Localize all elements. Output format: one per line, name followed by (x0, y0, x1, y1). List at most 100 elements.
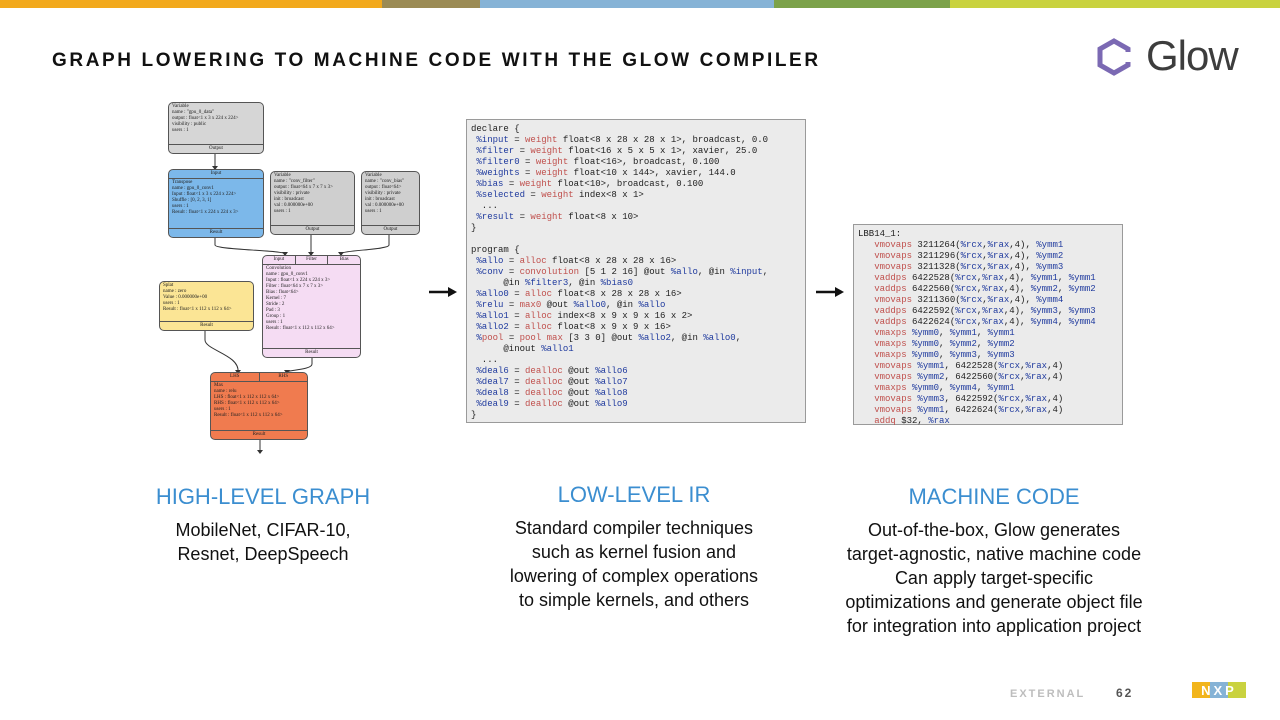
code-line: %bias = weight float<10>, broadcast, 0.1… (476, 179, 704, 189)
code-line: declare { (471, 124, 520, 134)
machine-code-title: MACHINE CODE (908, 484, 1080, 509)
code-line: program { (471, 245, 520, 255)
code-line: vmovaps %ymm3, 6422592(%rcx,%rax,4) (874, 394, 1064, 404)
graph-node-port: LHS (211, 373, 260, 381)
code-line: vmovaps %ymm2, 6422560(%rcx,%rax,4) (874, 372, 1064, 382)
code-line: %filter = weight float<16 x 5 x 5 x 1>, … (476, 146, 758, 156)
code-line: @inout %allo1 (471, 344, 574, 354)
code-line: %input = weight float<8 x 28 x 28 x 1>, … (476, 135, 769, 145)
code-line (471, 234, 801, 245)
description-line: MobileNet, CIFAR-10, (175, 520, 351, 540)
high-level-graph-title: HIGH-LEVEL GRAPH (155, 484, 371, 509)
code-line: vaddps 6422528(%rcx,%rax,4), %ymm1, %ymm… (874, 273, 1096, 283)
graph-node-port: Result (263, 348, 360, 357)
description-line: Out-of-the-box, Glow generates (867, 520, 1121, 540)
code-line: %deal9 = dealloc @out %allo9 (476, 399, 628, 409)
description-line: such as kernel fusion and (531, 542, 737, 562)
graph-node-port: Output (169, 144, 263, 153)
right-arrow-icon (429, 287, 457, 297)
code-line: vmovaps 3211296(%rcx,%rax,4), %ymm2 (874, 251, 1064, 261)
low-level-ir-description: Standard compiler techniques such as ker… (484, 516, 784, 612)
graph-node-splat: Splat name : zero Value : 0.000000e+00 u… (159, 281, 254, 331)
top-bar-seg-2 (382, 0, 480, 8)
graph-node-save-variable: Variable name : "gpu_0_data" output : fl… (168, 102, 264, 154)
top-bar-seg-5 (950, 0, 1280, 8)
code-line: %conv = convolution [5 1 2 16] @out %all… (476, 267, 769, 277)
graph-node-text: Transpose name : gpu_0_conv1 Input : flo… (172, 180, 239, 215)
code-line: } (471, 410, 477, 420)
graph-node-text: Convolution name : gpu_0_conv1 Input : f… (266, 266, 335, 331)
code-line: %deal8 = dealloc @out %allo8 (476, 388, 628, 398)
svg-text:NXP: NXP (1201, 683, 1237, 698)
code-line: vaddps 6422560(%rcx,%rax,4), %ymm2, %ymm… (874, 284, 1096, 294)
high-level-graph-description: MobileNet, CIFAR-10, Resnet, DeepSpeech (133, 518, 393, 566)
code-line: %allo1 = alloc index<8 x 9 x 9 x 16 x 2> (476, 311, 693, 321)
graph-node-port: Result (211, 430, 307, 439)
code-line: vmaxps %ymm0, %ymm4, %ymm1 (874, 383, 1015, 393)
graph-node-port: Filter (296, 256, 329, 264)
graph-node-filter-variable: Variable name : "conv_filter" output : f… (270, 171, 355, 235)
code-line: vmovaps %ymm1, 6422528(%rcx,%rax,4) (874, 361, 1064, 371)
description-line: target-agnostic, native machine code (846, 544, 1142, 564)
graph-node-port: Output (362, 225, 419, 234)
graph-node-port: Result (160, 321, 253, 330)
description-line: optimizations and generate object file (845, 592, 1143, 612)
description-line: Can apply target-specific (894, 568, 1094, 588)
graph-node-text: Splat name : zero Value : 0.000000e+00 u… (163, 283, 232, 312)
code-line: vmaxps %ymm0, %ymm3, %ymm3 (874, 350, 1015, 360)
code-line: %deal6 = dealloc @out %allo6 (476, 366, 628, 376)
code-line: LBB14_1: (858, 229, 902, 239)
code-line: vmovaps 3211328(%rcx,%rax,4), %ymm3 (874, 262, 1064, 272)
graph-node-port: Input (263, 256, 296, 264)
code-line: vmaxps %ymm0, %ymm2, %ymm2 (874, 339, 1015, 349)
description-line: Standard compiler techniques (514, 518, 754, 538)
code-line: %pool = pool max [3 3 0] @out %allo2, @i… (476, 333, 742, 343)
graph-node-port: Output (271, 225, 354, 234)
low-level-ir-code: declare { %input = weight float<8 x 28 x… (466, 119, 806, 423)
code-line: %allo0 = alloc float<8 x 28 x 28 x 16> (476, 289, 682, 299)
description-line: for integration into application project (846, 616, 1142, 636)
description-line: Resnet, DeepSpeech (177, 544, 349, 564)
top-bar-seg-1 (0, 0, 382, 8)
graph-node-transpose: Input Transpose name : gpu_0_conv1 Input… (168, 169, 264, 238)
code-line: ... (471, 355, 499, 365)
glow-hexagon-icon (1097, 38, 1132, 76)
classification-label: EXTERNAL (1010, 688, 1086, 700)
description-line: lowering of complex operations (509, 566, 759, 586)
graph-node-bias-variable: Variable name : "conv_bias" output : flo… (361, 171, 420, 235)
nxp-logo-icon: NXP (1192, 682, 1246, 698)
graph-node-text: Variable name : "conv_bias" output : flo… (365, 173, 405, 214)
graph-node-text: Variable name : "gpu_0_data" output : fl… (172, 104, 239, 133)
machine-code-listing: LBB14_1: vmovaps 3211264(%rcx,%rax,4), %… (853, 224, 1123, 426)
graph-node-port: Bias (339, 257, 349, 262)
graph-node-ports: Input Filter Bias (263, 256, 360, 265)
top-bar-seg-4 (774, 0, 950, 8)
graph-node-port: Input (169, 170, 263, 179)
code-line: } (471, 223, 477, 233)
right-arrow-icon (816, 287, 844, 297)
code-line: addq $32, %rax (874, 416, 950, 426)
graph-node-convolution: Input Filter Bias Convolution name : gpu… (262, 255, 361, 358)
code-line: vmovaps 3211264(%rcx,%rax,4), %ymm1 (874, 240, 1064, 250)
logo-text: Glow (1146, 32, 1239, 79)
graph-node-text: Variable name : "conv_filter" output : f… (274, 173, 333, 214)
graph-node-port: Result (169, 228, 263, 237)
graph-node-ports: LHS RHS (211, 373, 307, 382)
graph-node-max: LHS RHS Max name : relu LHS : float<1 x … (210, 372, 308, 440)
description-line: to simple kernels, and others (518, 590, 750, 610)
machine-code-description: Out-of-the-box, Glow generates target-ag… (814, 518, 1174, 638)
code-line: %filter0 = weight float<16>, broadcast, … (476, 157, 720, 167)
code-line: vmovaps %ymm1, 6422624(%rcx,%rax,4) (874, 405, 1064, 415)
code-line: vmaxps %ymm0, %ymm1, %ymm1 (874, 328, 1015, 338)
code-line: vaddps 6422624(%rcx,%rax,4), %ymm4, %ymm… (874, 317, 1096, 327)
code-line: %allo2 = alloc float<8 x 9 x 9 x 16> (476, 322, 671, 332)
page-number: 62 (1116, 686, 1134, 700)
glow-logo: Glow (1092, 30, 1252, 82)
code-line: %weights = weight float<10 x 144>, xavie… (476, 168, 736, 178)
graph-node-text: Max name : relu LHS : float<1 x 112 x 11… (214, 383, 283, 418)
code-line: ... (471, 201, 499, 211)
code-line: @in %filter3, @in %bias0 (471, 278, 634, 288)
slide-title: GRAPH LOWERING TO MACHINE CODE WITH THE … (52, 50, 821, 71)
code-line: vaddps 6422592(%rcx,%rax,4), %ymm3, %ymm… (874, 306, 1096, 316)
